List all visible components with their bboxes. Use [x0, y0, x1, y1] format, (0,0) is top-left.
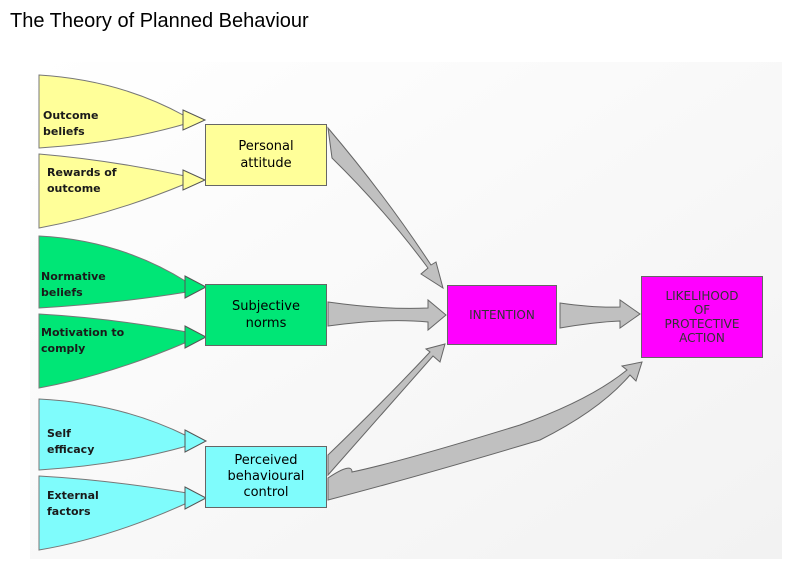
- arrowhead-2: [182, 169, 207, 191]
- label-motivation-to-comply: Motivation to comply: [41, 326, 125, 355]
- label-self-efficacy: Self efficacy: [47, 427, 95, 456]
- arrow-control-to-likelihood: [327, 361, 643, 501]
- label-normative-beliefs: Normative beliefs: [41, 270, 106, 299]
- arrowhead-6: [184, 486, 208, 510]
- arrowhead-4: [184, 325, 208, 349]
- arrow-intention-to-likelihood: [559, 299, 641, 329]
- arrowhead-1: [182, 109, 207, 131]
- page-title: The Theory of Planned Behaviour: [10, 10, 309, 32]
- arrowhead-5: [184, 429, 208, 453]
- arrowhead-3: [184, 275, 208, 299]
- arrow-norms-to-intention: [327, 298, 447, 332]
- box-personal-attitude: Personal attitude: [205, 124, 327, 186]
- label-external-factors: External factors: [47, 489, 99, 518]
- label-outcome-beliefs: Outcome beliefs: [43, 109, 99, 138]
- arrow-control-to-intention: [327, 343, 446, 477]
- box-likelihood-of-protective-action: LIKELIHOOD OF PROTECTIVE ACTION: [641, 276, 763, 358]
- box-perceived-behavioural-control: Perceived behavioural control: [205, 446, 327, 508]
- arrow-attitude-to-intention: [327, 126, 444, 290]
- box-intention: INTENTION: [447, 285, 557, 345]
- box-subjective-norms: Subjective norms: [205, 284, 327, 346]
- label-rewards-of-outcome: Rewards of outcome: [47, 166, 117, 195]
